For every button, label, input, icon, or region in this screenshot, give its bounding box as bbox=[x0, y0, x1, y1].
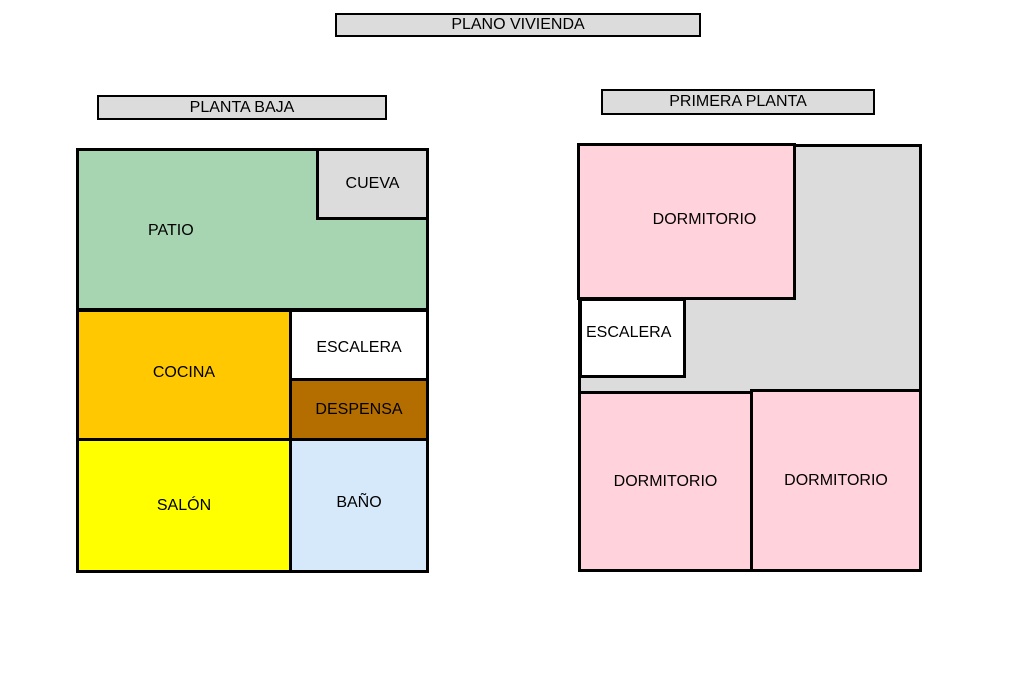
room-cueva: CUEVA bbox=[316, 148, 429, 220]
room-patio-label: PATIO bbox=[148, 222, 194, 239]
room-dormitorio-bottom-right-label: DORMITORIO bbox=[784, 471, 888, 489]
room-escalera-ground: ESCALERA bbox=[289, 309, 429, 381]
room-escalera-ground-label: ESCALERA bbox=[316, 339, 402, 356]
first-floor-label-text: PRIMERA PLANTA bbox=[669, 93, 807, 110]
room-cocina: COCINA bbox=[76, 309, 292, 441]
room-bano-label: BAÑO bbox=[336, 493, 382, 511]
room-dormitorio-bottom-left-label: DORMITORIO bbox=[613, 472, 718, 490]
plan-title-text: PLANO VIVIENDA bbox=[451, 16, 585, 33]
room-salon-label: SALÓN bbox=[156, 496, 212, 514]
room-escalera-first: ESCALERA bbox=[579, 298, 686, 378]
plan-title: PLANO VIVIENDA bbox=[335, 13, 701, 37]
room-dormitorio-top-label: DORMITORIO bbox=[652, 210, 757, 228]
room-salon: SALÓN bbox=[76, 438, 292, 573]
ground-floor-label-text: PLANTA BAJA bbox=[189, 98, 295, 116]
room-despensa: DESPENSA bbox=[289, 378, 429, 441]
ground-floor-label: PLANTA BAJA bbox=[97, 95, 387, 120]
room-escalera-first-label: ESCALERA bbox=[586, 324, 672, 341]
room-bano: BAÑO bbox=[289, 438, 429, 573]
room-dormitorio-bottom-left: DORMITORIO bbox=[578, 391, 753, 572]
room-dormitorio-bottom-right: DORMITORIO bbox=[750, 389, 922, 572]
room-despensa-label: DESPENSA bbox=[315, 400, 403, 418]
room-cocina-label: COCINA bbox=[152, 364, 216, 381]
first-floor-label: PRIMERA PLANTA bbox=[601, 89, 875, 115]
room-dormitorio-top: DORMITORIO bbox=[577, 143, 796, 300]
room-cueva-label: CUEVA bbox=[345, 175, 400, 192]
